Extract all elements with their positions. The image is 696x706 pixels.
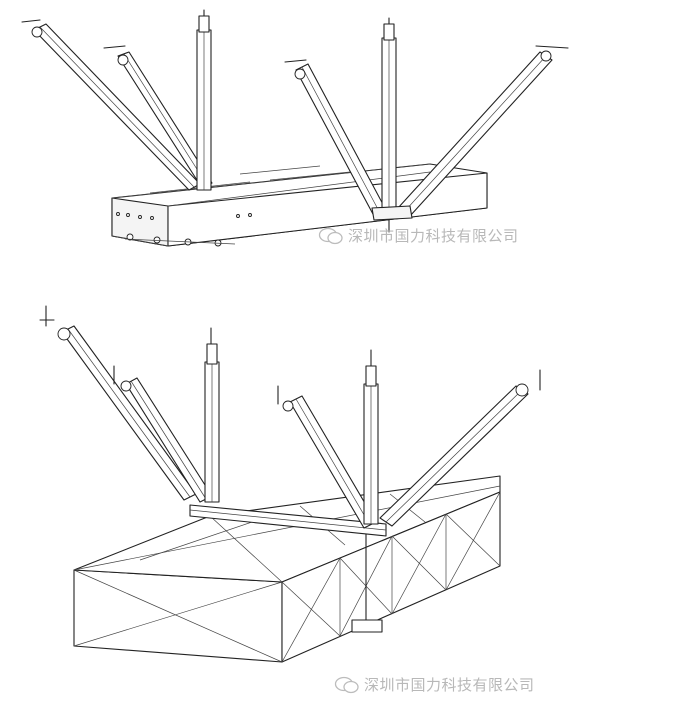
watermark-text: 深圳市国力科技有限公司 (364, 676, 535, 694)
wechat-icon (318, 227, 343, 244)
support-channel (189, 504, 387, 633)
hanger-rod-bottom-right (363, 349, 379, 525)
wechat-icon (334, 676, 359, 693)
hanger-rod-left (196, 9, 212, 191)
watermark-text: 深圳市国力科技有限公司 (348, 227, 519, 245)
air-duct (73, 475, 501, 663)
watermark-top: 深圳市国力科技有限公司 (318, 225, 519, 246)
hanger-rod-right (371, 17, 413, 233)
hanger-rod-bottom-left (204, 327, 220, 503)
air-duct-bracing-diagram (39, 305, 541, 663)
cable-tray-bracing-diagram (21, 9, 569, 247)
watermark-bottom: 深圳市国力科技有限公司 (334, 674, 535, 695)
brace-left-inner (103, 45, 213, 189)
brace-bottom-right-left (277, 385, 377, 529)
brace-bottom-left-outer (39, 305, 197, 501)
brace-bottom-right-outer (379, 369, 541, 527)
brace-left-outer (21, 19, 201, 191)
brace-bottom-left-inner (113, 365, 213, 503)
